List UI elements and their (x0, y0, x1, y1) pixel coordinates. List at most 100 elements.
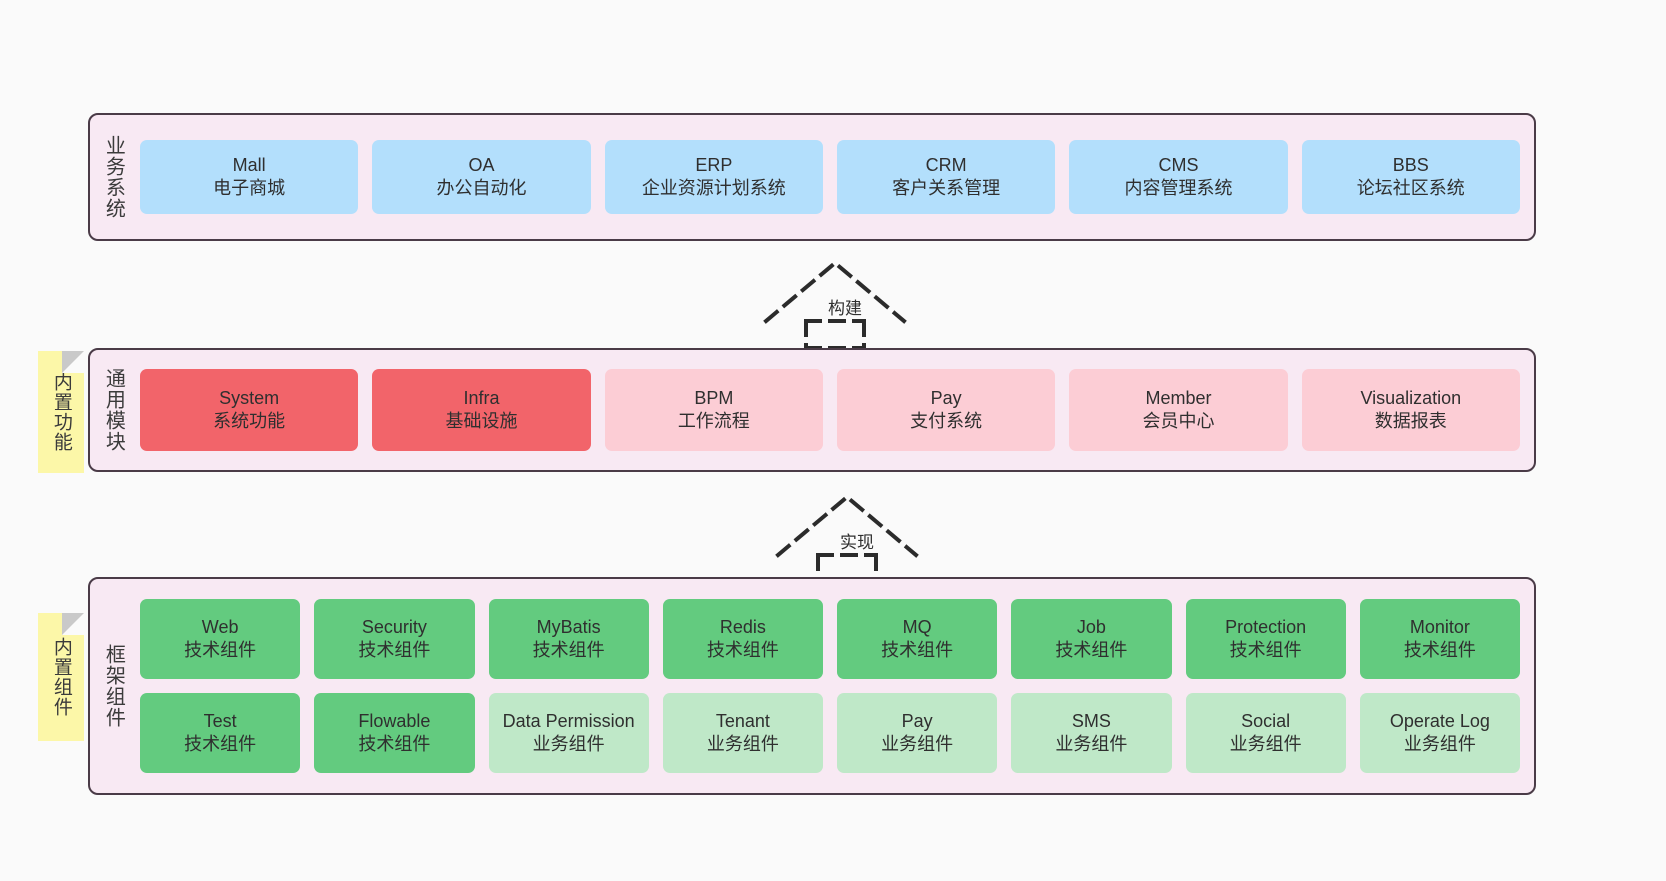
node-title: Pay (930, 387, 962, 408)
node-title: CRM (925, 154, 967, 175)
node-data-permission[interactable]: Data Permission 业务组件 (488, 693, 649, 773)
arrow-implement-label: 实现 (840, 533, 874, 552)
sticky-note-built-in-features: 内置功能 (38, 351, 84, 473)
node-subtitle: 基础设施 (445, 411, 518, 431)
node-title: Member (1145, 387, 1212, 408)
node-title: OA (468, 154, 495, 175)
node-pay-module[interactable]: Pay 支付系统 (836, 369, 1056, 451)
layer-common-modules: 通用模块 System 系统功能 Infra 基础设施 BPM 工作流程 Pay… (88, 348, 1536, 472)
node-subtitle: 业务组件 (706, 734, 779, 754)
node-row: System 系统功能 Infra 基础设施 BPM 工作流程 Pay 支付系统… (140, 369, 1520, 451)
node-cms[interactable]: CMS 内容管理系统 (1069, 140, 1288, 214)
node-title: ERP (695, 154, 733, 175)
node-tenant[interactable]: Tenant 业务组件 (662, 693, 823, 773)
node-mq[interactable]: MQ 技术组件 (837, 599, 998, 679)
node-pay-component[interactable]: Pay 业务组件 (837, 693, 998, 773)
layer-business-systems: 业务系统 Mall 电子商城 OA 办公自动化 ERP 企业资源计划系统 CRM… (88, 113, 1536, 241)
node-mybatis[interactable]: MyBatis 技术组件 (488, 599, 649, 679)
layer-framework-components: 框架组件 Web 技术组件 Security 技术组件 MyBatis 技术组件… (88, 577, 1536, 795)
node-subtitle: 技术组件 (184, 734, 257, 754)
node-operate-log[interactable]: Operate Log 业务组件 (1359, 693, 1520, 773)
node-security[interactable]: Security 技术组件 (314, 599, 475, 679)
node-bpm[interactable]: BPM 工作流程 (604, 369, 823, 451)
node-row: Test 技术组件 Flowable 技术组件 Data Permission … (140, 693, 1520, 773)
node-title: System (219, 387, 280, 408)
node-subtitle: 业务组件 (1403, 734, 1476, 754)
node-title: Pay (901, 710, 933, 731)
node-row: Web 技术组件 Security 技术组件 MyBatis 技术组件 Redi… (140, 599, 1520, 679)
sticky-note-built-in-components: 内置组件 (38, 613, 84, 741)
node-subtitle: 技术组件 (881, 640, 954, 660)
node-job[interactable]: Job 技术组件 (1011, 599, 1172, 679)
node-flowable[interactable]: Flowable 技术组件 (314, 693, 475, 773)
node-subtitle: 技术组件 (184, 640, 257, 660)
node-title: Monitor (1409, 616, 1470, 637)
node-title: Security (361, 616, 427, 637)
arrow-build: 构建 (760, 258, 910, 350)
node-subtitle: 系统功能 (213, 411, 286, 431)
node-title: CMS (1158, 154, 1199, 175)
node-monitor[interactable]: Monitor 技术组件 (1359, 599, 1520, 679)
node-title: Social (1241, 710, 1291, 731)
node-system[interactable]: System 系统功能 (140, 369, 359, 451)
node-redis[interactable]: Redis 技术组件 (662, 599, 823, 679)
node-subtitle: 业务组件 (1229, 734, 1302, 754)
layer-body-business: Mall 电子商城 OA 办公自动化 ERP 企业资源计划系统 CRM 客户关系… (136, 115, 1534, 239)
node-title: MQ (902, 616, 932, 637)
node-title: Mall (232, 154, 266, 175)
node-subtitle: 业务组件 (881, 734, 954, 754)
node-subtitle: 技术组件 (1055, 640, 1128, 660)
node-subtitle: 办公自动化 (436, 178, 527, 198)
node-row: Mall 电子商城 OA 办公自动化 ERP 企业资源计划系统 CRM 客户关系… (140, 140, 1520, 214)
node-subtitle: 内容管理系统 (1124, 178, 1233, 198)
node-subtitle: 企业资源计划系统 (641, 178, 786, 198)
node-title: Protection (1225, 616, 1307, 637)
layer-label-common: 通用模块 (102, 368, 125, 452)
node-title: Web (201, 616, 239, 637)
node-title: Test (203, 710, 237, 731)
node-erp[interactable]: ERP 企业资源计划系统 (604, 140, 823, 214)
arrow-build-label: 构建 (828, 299, 862, 318)
layer-label-framework: 框架组件 (102, 644, 125, 728)
node-subtitle: 技术组件 (706, 640, 779, 660)
node-sms[interactable]: SMS 业务组件 (1011, 693, 1172, 773)
node-subtitle: 支付系统 (910, 411, 983, 431)
layer-label-business: 业务系统 (102, 135, 125, 219)
node-subtitle: 电子商城 (213, 178, 286, 198)
node-subtitle: 技术组件 (358, 734, 431, 754)
node-subtitle: 工作流程 (677, 411, 750, 431)
layer-body-framework: Web 技术组件 Security 技术组件 MyBatis 技术组件 Redi… (136, 579, 1534, 793)
node-title: BBS (1392, 154, 1429, 175)
node-bbs[interactable]: BBS 论坛社区系统 (1301, 140, 1520, 214)
arrow-implement: 实现 (772, 492, 922, 584)
node-subtitle: 技术组件 (1403, 640, 1476, 660)
node-subtitle: 客户关系管理 (892, 178, 1001, 198)
node-title: SMS (1071, 710, 1111, 731)
node-subtitle: 业务组件 (1055, 734, 1128, 754)
node-title: Flowable (358, 710, 431, 731)
node-test[interactable]: Test 技术组件 (140, 693, 301, 773)
node-title: Data Permission (502, 710, 635, 731)
node-social[interactable]: Social 业务组件 (1185, 693, 1346, 773)
node-title: Infra (463, 387, 500, 408)
node-subtitle: 技术组件 (1229, 640, 1302, 660)
node-mall[interactable]: Mall 电子商城 (140, 140, 359, 214)
node-infra[interactable]: Infra 基础设施 (372, 369, 591, 451)
node-title: Redis (719, 616, 766, 637)
node-subtitle: 论坛社区系统 (1356, 178, 1465, 198)
node-visualization[interactable]: Visualization 数据报表 (1301, 369, 1520, 451)
node-title: MyBatis (536, 616, 601, 637)
node-title: Tenant (715, 710, 770, 731)
node-title: Visualization (1360, 387, 1462, 408)
node-subtitle: 业务组件 (532, 734, 605, 754)
node-title: Operate Log (1389, 710, 1490, 731)
node-protection[interactable]: Protection 技术组件 (1185, 599, 1346, 679)
node-member[interactable]: Member 会员中心 (1069, 369, 1288, 451)
node-title: BPM (694, 387, 734, 408)
node-web[interactable]: Web 技术组件 (140, 599, 301, 679)
node-crm[interactable]: CRM 客户关系管理 (836, 140, 1056, 214)
node-subtitle: 技术组件 (532, 640, 605, 660)
node-subtitle: 会员中心 (1142, 411, 1215, 431)
node-oa[interactable]: OA 办公自动化 (372, 140, 591, 214)
